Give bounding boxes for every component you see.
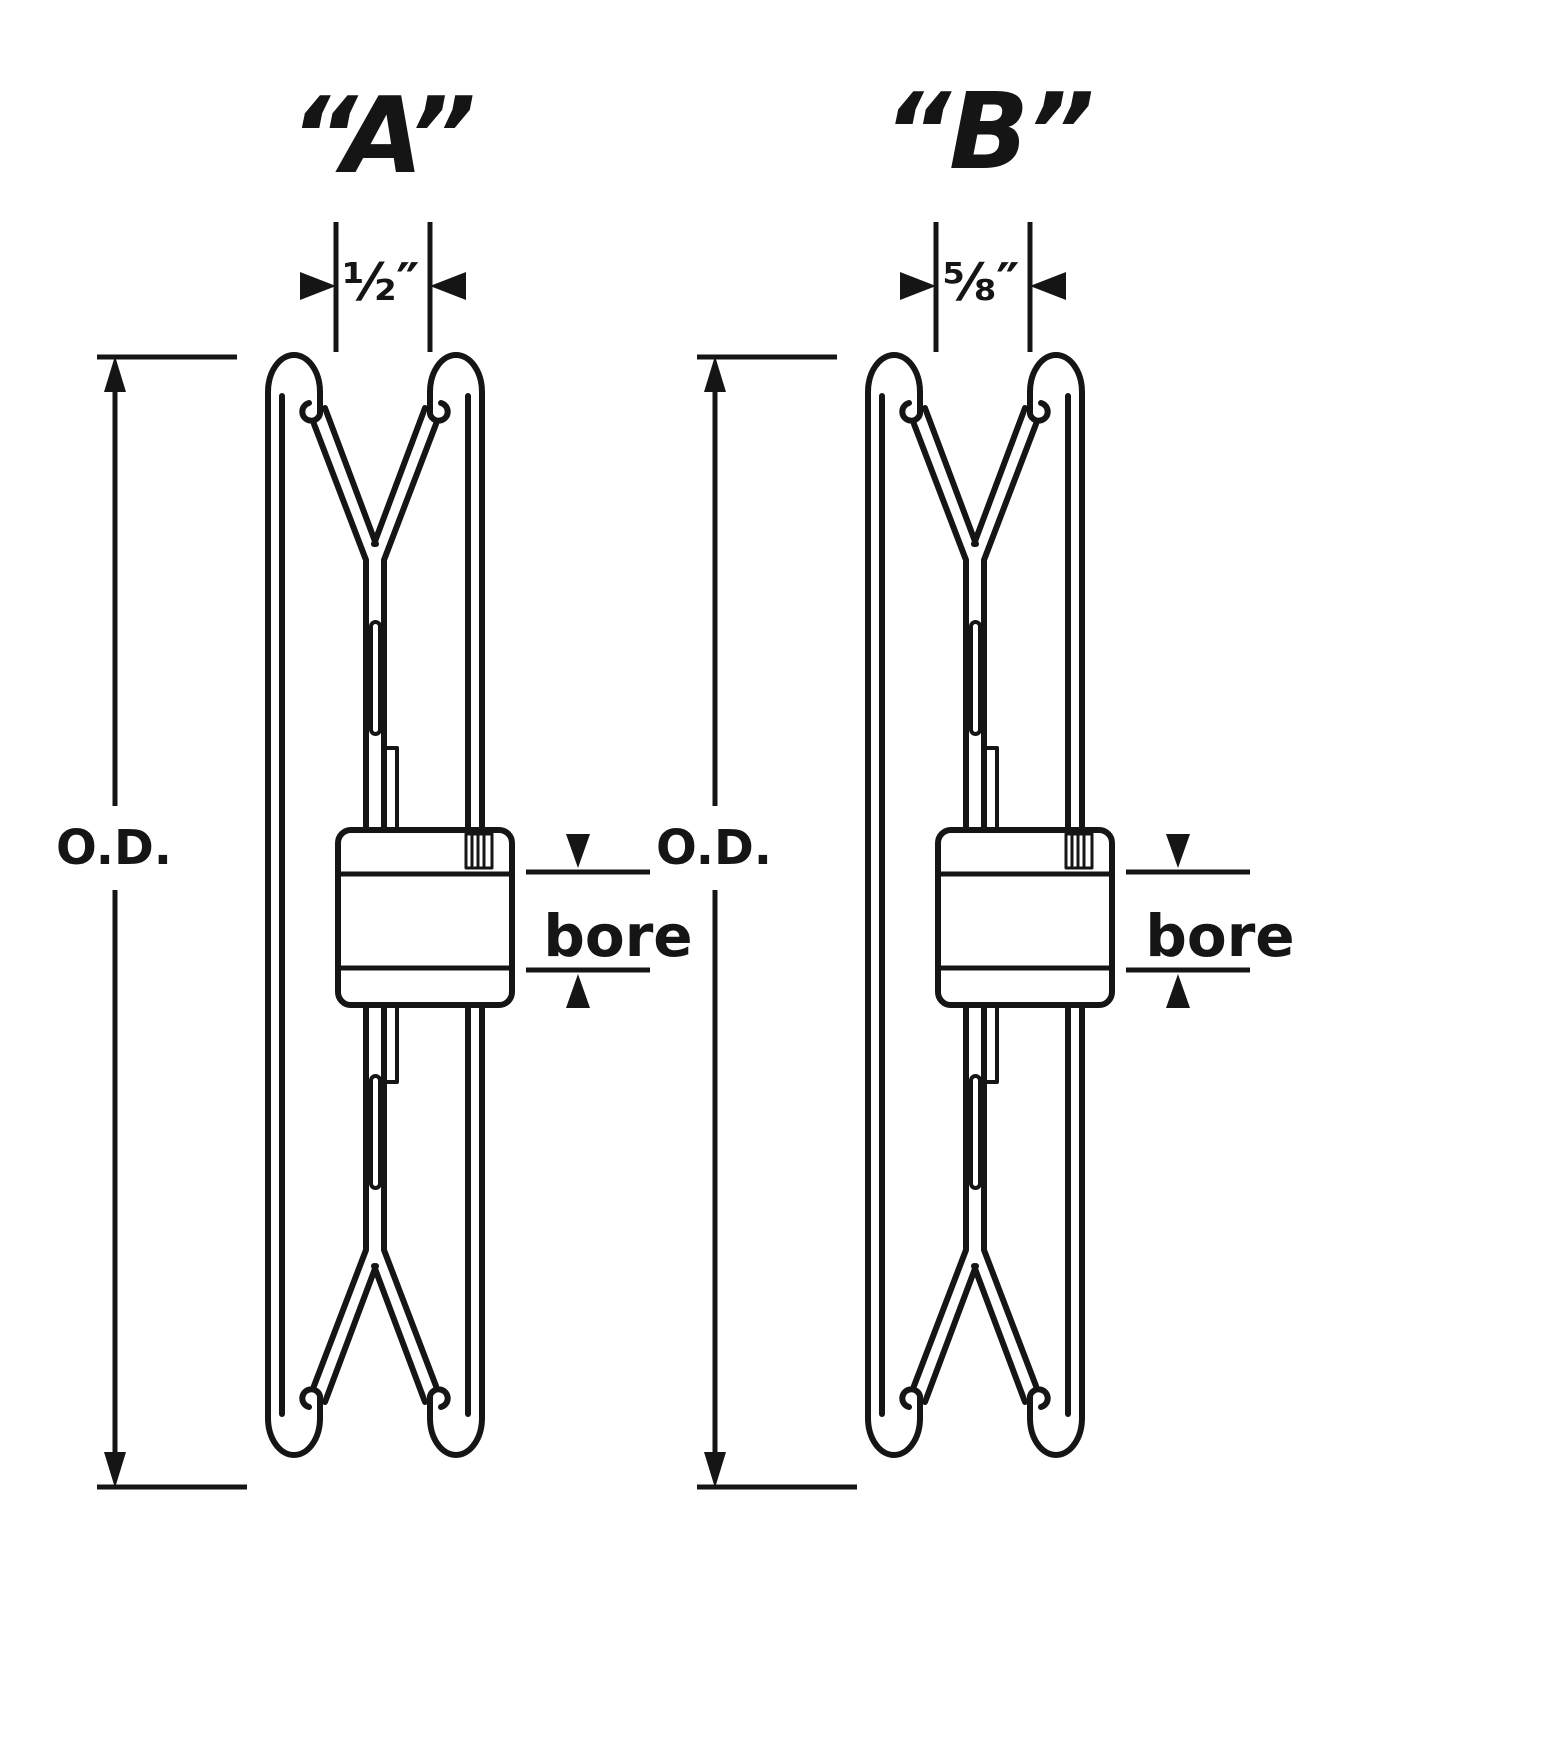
pulley-a-bore-dimension [526,834,650,1008]
arrow-down-icon [1166,834,1190,868]
arrow-right-icon [300,272,336,300]
pulley-b-width-dimension [900,222,1066,352]
arrow-left-icon [1030,272,1066,300]
pulley-a-drawing [268,355,512,1455]
pulley-b-width-label: ⅝″ [942,253,1019,313]
pulley-a-width-dimension [300,222,466,352]
arrow-left-icon [430,272,466,300]
pulley-b-group: “B” ⅝″ O.D. [656,71,1295,1490]
arrow-up-icon [566,974,590,1008]
arrow-up-icon [104,356,126,392]
pulley-b-od-dimension [697,354,857,1490]
pulley-a-bore-label: bore [543,902,692,970]
arrow-down-icon [104,1452,126,1488]
arrow-down-icon [704,1452,726,1488]
arrow-up-icon [704,356,726,392]
pulley-a-od-label: O.D. [56,820,172,876]
pulley-b-bore-label: bore [1145,902,1294,970]
pulley-b-bore-dimension [1126,834,1250,1008]
pulley-b-title: “B” [883,71,1092,193]
arrow-right-icon [900,272,936,300]
arrow-down-icon [566,834,590,868]
pulley-a-group: “A” ½″ O.D. [56,75,693,1490]
arrow-up-icon [1166,974,1190,1008]
pulley-a-od-dimension [97,354,247,1490]
pulley-b-od-label: O.D. [656,820,772,876]
pulley-b-drawing [868,355,1112,1455]
pulley-a-width-label: ½″ [342,253,419,313]
pulley-a-title: “A” [290,75,474,197]
